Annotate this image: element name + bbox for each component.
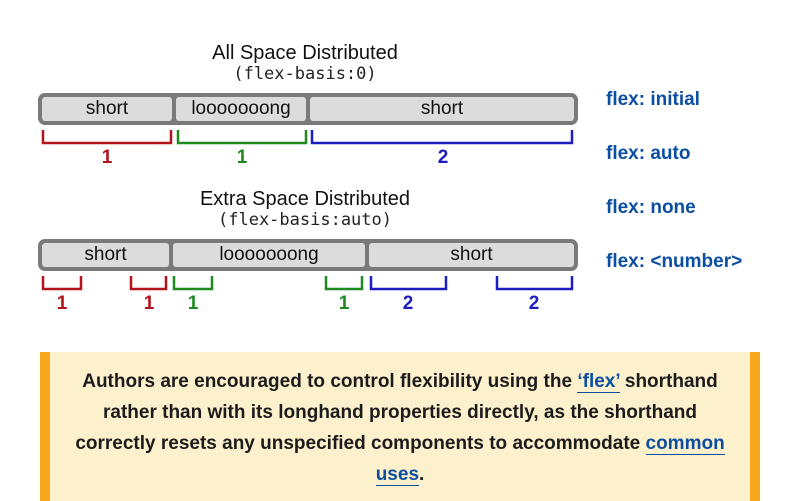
top-diagram-subtitle: (flex-basis:0) <box>233 64 377 84</box>
bottom-brace-blue-right <box>495 276 574 291</box>
bottom-flex-number-6: 2 <box>529 293 540 314</box>
bottom-flex-number-1: 1 <box>57 293 68 314</box>
top-brace-blue <box>310 130 574 145</box>
note-text-before: Authors are encouraged to control flexib… <box>82 371 578 392</box>
bottom-flex-number-3: 1 <box>188 293 199 314</box>
legend-flex-initial: flex: initial <box>606 89 700 110</box>
bottom-brace-green-left <box>172 276 214 291</box>
top-item-short-2: short <box>310 97 574 121</box>
top-diagram-title: All Space Distributed <box>212 42 398 64</box>
bottom-brace-red-right <box>129 276 168 291</box>
top-item-short-1: short <box>42 97 172 121</box>
bottom-diagram-title: Extra Space Distributed <box>199 188 411 210</box>
top-brace-green <box>176 130 308 145</box>
flex-shorthand-link[interactable]: ‘flex’ <box>577 371 620 393</box>
bottom-flex-container: short looooooong short <box>38 239 578 271</box>
legend-flex-number: flex: <number> <box>606 251 743 272</box>
top-item-long: looooooong <box>176 97 306 121</box>
legend-flex-auto: flex: auto <box>606 143 691 164</box>
bottom-flex-number-5: 2 <box>403 293 414 314</box>
bottom-flex-number-4: 1 <box>339 293 350 314</box>
common-uses-link[interactable]: common uses <box>375 433 725 486</box>
bottom-flex-number-2: 1 <box>144 293 155 314</box>
bottom-brace-blue-left <box>369 276 448 291</box>
top-flex-number-1: 1 <box>102 147 113 168</box>
top-flex-number-2: 1 <box>237 147 248 168</box>
bottom-brace-red-left <box>41 276 83 291</box>
bottom-item-short-2: short <box>369 243 574 267</box>
top-flex-container: short looooooong short <box>38 93 578 125</box>
top-flex-number-3: 2 <box>438 147 449 168</box>
bottom-item-short-1: short <box>42 243 169 267</box>
note-text-middle: shorthand rather than with its longhand … <box>75 371 718 454</box>
top-brace-red <box>41 130 173 145</box>
bottom-diagram-subtitle: (flex-basis:auto) <box>218 210 392 230</box>
note-text-after: . <box>419 464 425 485</box>
bottom-brace-green-right <box>324 276 364 291</box>
bottom-item-long: looooooong <box>173 243 365 267</box>
authoring-note: Authors are encouraged to control flexib… <box>40 352 760 501</box>
legend-flex-none: flex: none <box>606 197 696 218</box>
